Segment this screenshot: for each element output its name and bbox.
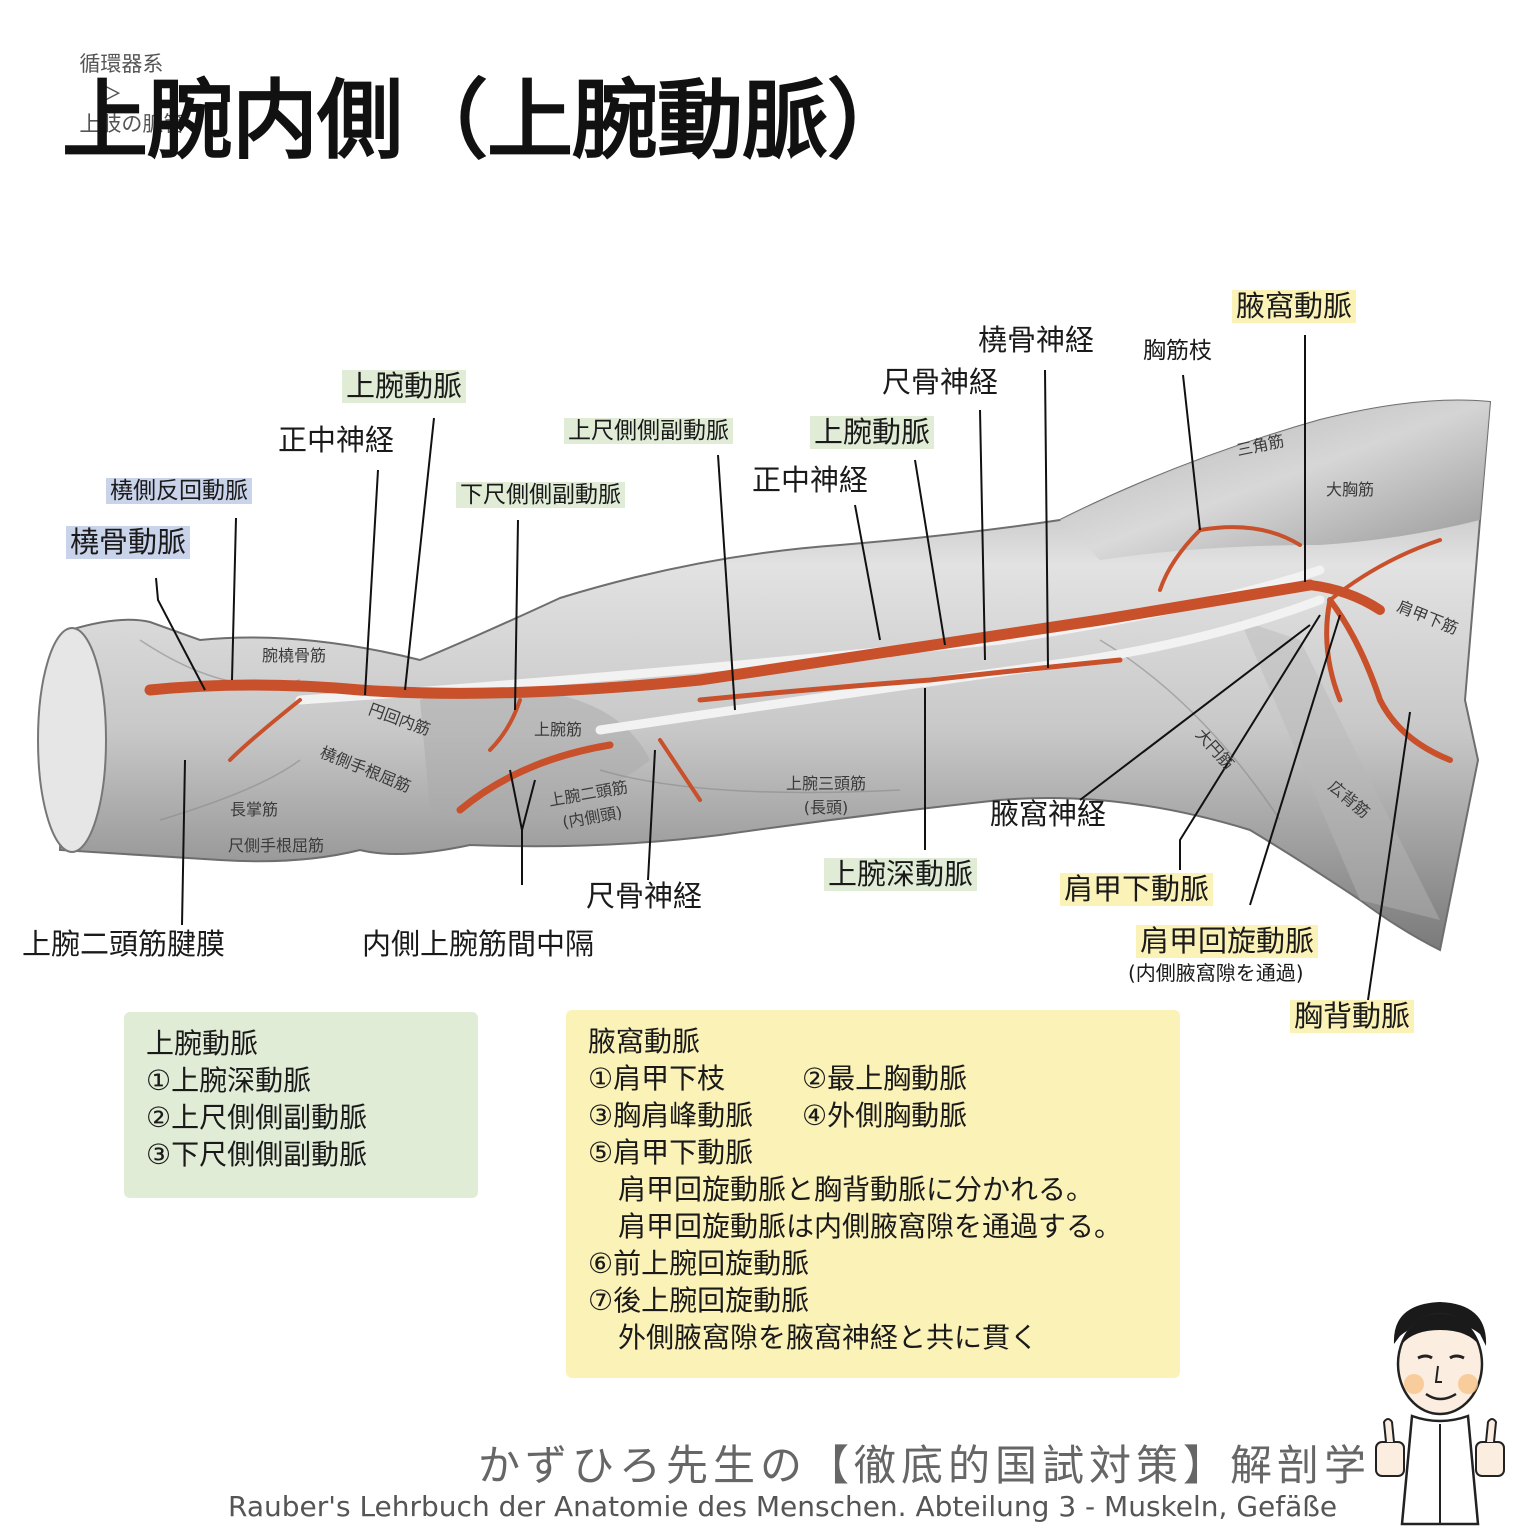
axillary-summary-row: ①肩甲下枝 ②最上胸動脈 (588, 1061, 1158, 1098)
axillary-item-5: ⑤肩甲下動脈 (588, 1135, 754, 1169)
label-superior-ulnar-collateral-artery: 上尺側側副動脈 (564, 418, 733, 445)
teacher-mascot-icon (1375, 1302, 1505, 1526)
muscle-palmaris-longus: 長掌筋 (230, 800, 279, 819)
brachial-summary-item: ①上腕深動脈 (146, 1063, 312, 1097)
brachial-artery-summary: 上腕動脈 ①上腕深動脈 ②上尺側側副動脈 ③下尺側側副動脈 (124, 1012, 478, 1198)
axillary-item-4: ④外側胸動脈 (802, 1098, 968, 1132)
axillary-item-5-note: 肩甲回旋動脈と胸背動脈に分かれる。 (618, 1172, 1095, 1206)
muscle-triceps-long-note: (長頭) (803, 798, 849, 817)
brachial-summary-heading: 上腕動脈 (146, 1027, 259, 1060)
series-title: かずひろ先生の【徹底的国試対策】解剖学 (478, 1441, 1372, 1490)
muscle-brachioradialis: 腕橈骨筋 (262, 646, 327, 665)
axillary-item-1: ①肩甲下枝 (588, 1061, 726, 1095)
axillary-summary-heading: 腋窩動脈 (588, 1025, 701, 1058)
page-title: 上腕内側（上腕動脈） (62, 71, 913, 171)
label-axillary-artery: 腋窩動脈 (1232, 289, 1357, 324)
arm-body (37, 399, 1492, 952)
label-bicipital-aponeurosis: 上腕二頭筋腱膜 (22, 927, 226, 961)
label-circumflex-scapular-artery: 肩甲回旋動脈 (1136, 924, 1319, 959)
label-thoracodorsal-artery: 胸背動脈 (1290, 999, 1415, 1034)
arteries (144, 525, 1453, 814)
leader-lines (155, 335, 1411, 1001)
label-radial-artery: 橈骨動脈 (66, 525, 191, 560)
label-radial-recurrent-artery: 橈側反回動脈 (106, 478, 252, 505)
breadcrumb-separator: ＞ (101, 82, 123, 106)
axillary-artery-summary: 腋窩動脈 ①肩甲下枝 ②最上胸動脈 ③胸肩峰動脈 ④外側胸動脈 ⑤肩甲下動脈 肩甲回… (566, 1010, 1180, 1378)
label-pectoral-branch: 胸筋枝 (1143, 338, 1212, 364)
muscle-triceps-long: 上腕三頭筋 (長頭) (786, 770, 866, 818)
label-subscapular-artery: 肩甲下動脈 (1060, 872, 1214, 907)
label-ulnar-nerve-top: 尺骨神経 (882, 365, 999, 399)
label-brachial-artery-left: 上腕動脈 (342, 369, 467, 404)
axillary-summary-row: ③胸肩峰動脈 ④外側胸動脈 (588, 1098, 1158, 1135)
label-axillary-nerve: 腋窩神経 (990, 797, 1107, 831)
muscle-triceps-long-name: 上腕三頭筋 (786, 774, 867, 793)
breadcrumb-section[interactable]: 循環器系 (79, 52, 164, 76)
label-circumflex-scapular-note: (内側腋窩隙を通過) (1128, 961, 1304, 985)
muscle-brachialis: 上腕筋 (534, 720, 583, 739)
label-brachial-artery-right: 上腕動脈 (810, 415, 935, 450)
source-citation: Rauber's Lehrbuch der Anatomie des Mensc… (228, 1490, 1338, 1523)
muscle-flexor-carpi-ulnaris: 尺側手根屈筋 (228, 836, 325, 855)
axillary-item-7: ⑦後上腕回旋動脈 (588, 1283, 810, 1317)
breadcrumb-page[interactable]: 上肢の脈管 (79, 112, 185, 136)
label-median-nerve-right: 正中神経 (752, 463, 869, 497)
label-ulnar-nerve-bottom: 尺骨神経 (586, 879, 703, 913)
axillary-item-2: ②最上胸動脈 (802, 1061, 968, 1095)
brachial-summary-item: ②上尺側側副動脈 (146, 1100, 368, 1134)
axillary-item-5-note: 肩甲回旋動脈は内側腋窩隙を通過する。 (618, 1209, 1123, 1243)
label-radial-nerve: 橈骨神経 (978, 323, 1095, 357)
brachial-summary-item: ③下尺側側副動脈 (146, 1137, 368, 1171)
label-medial-intermuscular-septum: 内側上腕筋間中隔 (362, 927, 595, 961)
label-deep-brachial-artery: 上腕深動脈 (824, 857, 978, 892)
axillary-item-6: ⑥前上腕回旋動脈 (588, 1246, 810, 1280)
label-inferior-ulnar-collateral-artery: 下尺側側副動脈 (456, 482, 625, 509)
axillary-item-7-note: 外側腋窩隙を腋窩神経と共に貫く (618, 1320, 1039, 1354)
label-median-nerve-left: 正中神経 (278, 423, 395, 457)
muscle-pectoralis-major: 大胸筋 (1326, 480, 1375, 499)
axillary-item-3: ③胸肩峰動脈 (588, 1098, 754, 1132)
breadcrumb: 循環器系 ＞ 上肢の脈管 (66, 24, 184, 138)
